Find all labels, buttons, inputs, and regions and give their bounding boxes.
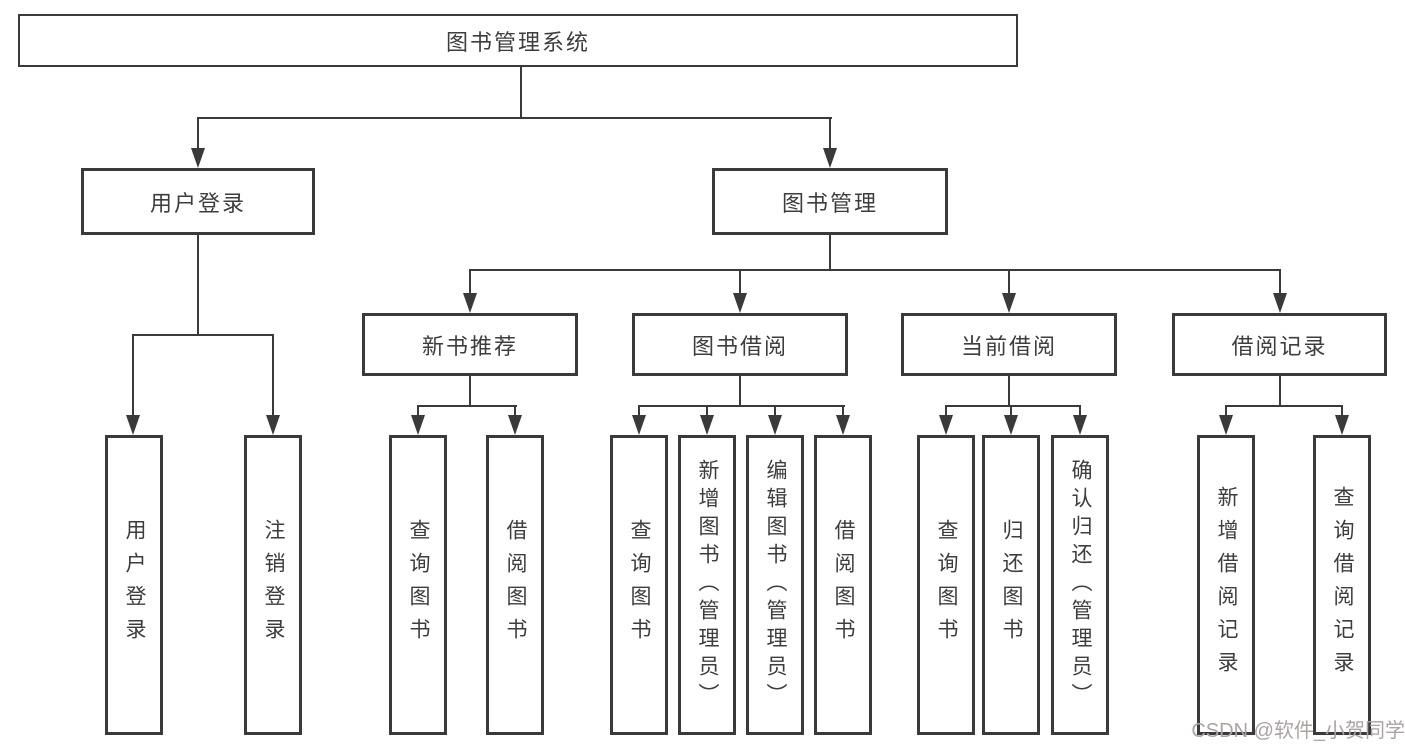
node-label: 用户登录 [149, 190, 246, 216]
connector-cb-stub [1008, 376, 1010, 406]
arrowhead-to-cb-return [1004, 415, 1018, 435]
arrowhead-to-br-add [1219, 415, 1233, 435]
connector-root-rail [197, 117, 832, 119]
leaf-label: 用户登录 [123, 519, 146, 651]
node-label: 当前借阅 [960, 333, 1057, 359]
leaf-bb-query-books: 查询图书 [610, 435, 668, 735]
leaf-label: 借阅图书 [832, 519, 855, 651]
leaf-label: 查询图书 [628, 519, 651, 651]
leaf-bb-add-books-admin: 新增图书（管理员） [678, 435, 736, 735]
connector-user-login-rail [132, 334, 274, 336]
arrowhead-to-leaf-logout [266, 415, 280, 435]
arrowhead-to-nbr-query [411, 415, 425, 435]
connector-to-bb-borrow [842, 405, 844, 416]
node-new-book-recommend: 新书推荐 [362, 313, 578, 376]
leaf-user-login: 用户登录 [105, 435, 163, 735]
leaf-cb-query-books: 查询图书 [917, 435, 975, 735]
arrowhead-to-borrowing-records [1273, 293, 1287, 313]
leaf-label: 查询图书 [407, 519, 430, 651]
csdn-watermark: CSDN @软件_小贺同学 [1191, 720, 1405, 742]
connector-to-bb-edit [774, 405, 776, 416]
connector-to-br-add [1225, 405, 1227, 416]
connector-br-stub [1279, 376, 1281, 406]
node-label: 新书推荐 [421, 333, 518, 359]
node-label: 图书管理 [781, 190, 878, 216]
leaf-bb-edit-books-admin: 编辑图书（管理员） [746, 435, 804, 735]
leaf-nbr-borrow-books: 借阅图书 [486, 435, 544, 735]
leaf-br-add-record: 新增借阅记录 [1197, 435, 1255, 735]
connector-root-stub [520, 67, 522, 118]
connector-to-nbr-borrow [514, 405, 516, 416]
connector-to-new-book-recommend [469, 269, 471, 294]
node-label: 图书管理系统 [445, 29, 590, 55]
connector-book-mgmt-stub [829, 235, 831, 270]
connector-bb-stub [739, 376, 741, 406]
leaf-label: 查询借阅记录 [1331, 486, 1354, 684]
node-book-borrowing: 图书借阅 [632, 313, 848, 376]
arrowhead-to-cb-query [939, 415, 953, 435]
leaf-label: 新增图书（管理员） [696, 459, 719, 711]
leaf-logout: 注销登录 [244, 435, 302, 735]
leaf-label: 确认归还（管理员） [1069, 459, 1092, 711]
connector-to-leaf-user-login [132, 334, 134, 415]
connector-user-login-stub [197, 235, 199, 335]
connector-to-borrowing-records [1279, 269, 1281, 294]
leaf-label: 新增借阅记录 [1215, 486, 1238, 684]
node-book-management-system: 图书管理系统 [18, 14, 1018, 67]
node-borrowing-records: 借阅记录 [1172, 313, 1387, 376]
connector-to-book-borrowing [739, 269, 741, 294]
connector-cb-rail [945, 405, 1081, 407]
node-user-login: 用户登录 [81, 168, 315, 235]
leaf-nbr-query-books: 查询图书 [389, 435, 447, 735]
connector-to-cb-return [1010, 405, 1012, 416]
node-label: 图书借阅 [691, 333, 788, 359]
arrowhead-to-user-login [191, 148, 205, 168]
arrowhead-to-bb-borrow [836, 415, 850, 435]
connector-nbr-rail [417, 405, 517, 407]
connector-to-cb-query [945, 405, 947, 416]
arrowhead-to-leaf-user-login [126, 415, 140, 435]
connector-to-cb-confirm [1079, 405, 1081, 416]
node-current-borrowing: 当前借阅 [901, 313, 1117, 376]
arrowhead-to-book-borrowing [733, 293, 747, 313]
arrowhead-to-bb-query [632, 415, 646, 435]
arrowhead-to-new-book-recommend [463, 293, 477, 313]
arrowhead-to-book-management [823, 148, 837, 168]
connector-to-nbr-query [417, 405, 419, 416]
leaf-br-query-record: 查询借阅记录 [1313, 435, 1371, 735]
node-label: 借阅记录 [1231, 333, 1328, 359]
connector-to-bb-query [638, 405, 640, 416]
arrowhead-to-bb-add [700, 415, 714, 435]
connector-to-bb-add [706, 405, 708, 416]
leaf-cb-return-books: 归还图书 [982, 435, 1040, 735]
connector-bb-rail [638, 405, 845, 407]
arrowhead-to-br-query [1335, 415, 1349, 435]
connector-book-mgmt-rail [469, 269, 1281, 271]
connector-to-current-borrowing [1008, 269, 1010, 294]
connector-nbr-stub [469, 376, 471, 406]
leaf-label: 注销登录 [262, 519, 285, 651]
leaf-label: 归还图书 [1000, 519, 1023, 651]
arrowhead-to-nbr-borrow [508, 415, 522, 435]
leaf-label: 借阅图书 [504, 519, 527, 651]
leaf-label: 查询图书 [935, 519, 958, 651]
arrowhead-to-current-borrowing [1002, 293, 1016, 313]
leaf-cb-confirm-return-admin: 确认归还（管理员） [1051, 435, 1109, 735]
leaf-label: 编辑图书（管理员） [764, 459, 787, 711]
connector-to-book-management [829, 118, 831, 150]
connector-to-user-login [197, 118, 199, 150]
connector-to-br-query [1341, 405, 1343, 416]
arrowhead-to-bb-edit [768, 415, 782, 435]
connector-br-rail [1225, 405, 1343, 407]
leaf-bb-borrow-books: 借阅图书 [814, 435, 872, 735]
connector-to-leaf-logout [272, 334, 274, 415]
node-book-management: 图书管理 [712, 168, 948, 235]
arrowhead-to-cb-confirm [1073, 415, 1087, 435]
